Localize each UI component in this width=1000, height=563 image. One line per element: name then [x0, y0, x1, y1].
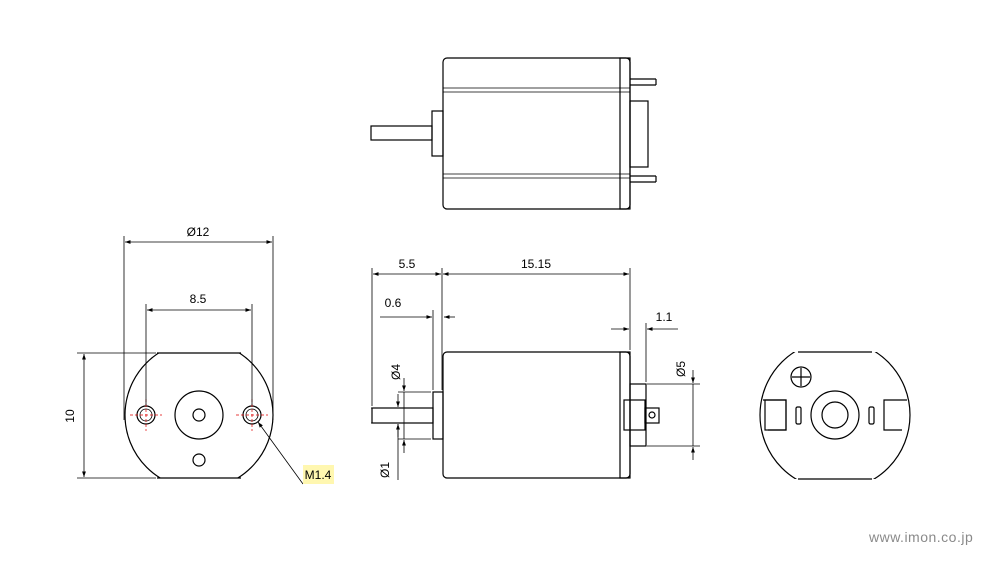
thread-callout-label: M1.4 [305, 468, 332, 482]
terminal-offset-label: 1.1 [656, 310, 673, 324]
boss-length-label: 0.6 [385, 296, 402, 310]
shaft-length-label: 5.5 [399, 257, 416, 271]
outer-diameter-label: Ø12 [187, 225, 210, 239]
body-length-label: 15.15 [521, 257, 551, 271]
top-view [370, 57, 657, 210]
boss-diameter-label: Ø4 [389, 364, 403, 380]
rear-view [759, 351, 911, 480]
flat-height-label: 10 [63, 409, 77, 423]
side-view-dimensions: 5.5 15.15 0.6 1.1 Ø4 Ø1 Ø5 [371, 257, 700, 480]
side-view [371, 351, 660, 479]
credit-text: www.imon.co.jp [868, 529, 973, 545]
terminal-diameter-label: Ø5 [674, 361, 688, 377]
front-face-view [124, 352, 274, 479]
thread-callout-box [303, 465, 334, 484]
front-face-dimensions: Ø12 8.5 10 M1.4 [63, 225, 334, 485]
shaft-diameter-label: Ø1 [378, 462, 392, 478]
hole-spacing-label: 8.5 [190, 292, 207, 306]
